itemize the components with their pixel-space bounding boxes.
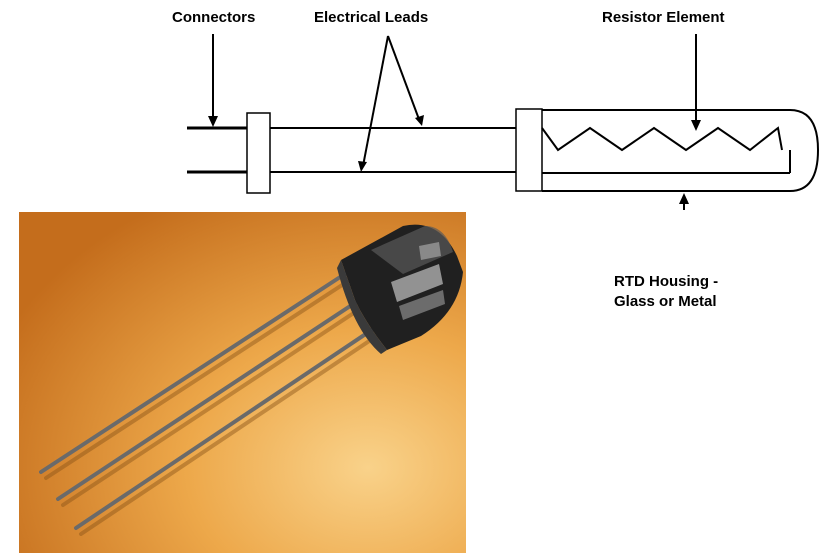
housing-seal-block (516, 109, 542, 191)
electrical-leads-label: Electrical Leads (314, 9, 428, 26)
connector-block (247, 113, 270, 193)
leads-leader-bottom (363, 36, 388, 166)
rtd-housing-label-line2: Glass or Metal (614, 292, 718, 312)
connectors-arrowhead (208, 116, 218, 127)
leads-arrowhead-top (415, 115, 424, 126)
resistor-element (542, 128, 782, 150)
rtd-housing-label-line1: RTD Housing - (614, 272, 718, 292)
resistor-element-label: Resistor Element (602, 9, 725, 26)
rtd-housing-label: RTD Housing - Glass or Metal (614, 272, 718, 312)
housing-arrowhead (679, 193, 689, 204)
connectors-label: Connectors (172, 9, 255, 26)
leads-leader-top (388, 36, 420, 122)
rtd-diagram (0, 0, 825, 210)
leads-arrowhead-bottom (358, 161, 367, 172)
rtd-housing-outline (542, 110, 818, 191)
resistor-arrowhead (691, 120, 701, 131)
rtd-sensor-photo (19, 212, 466, 553)
